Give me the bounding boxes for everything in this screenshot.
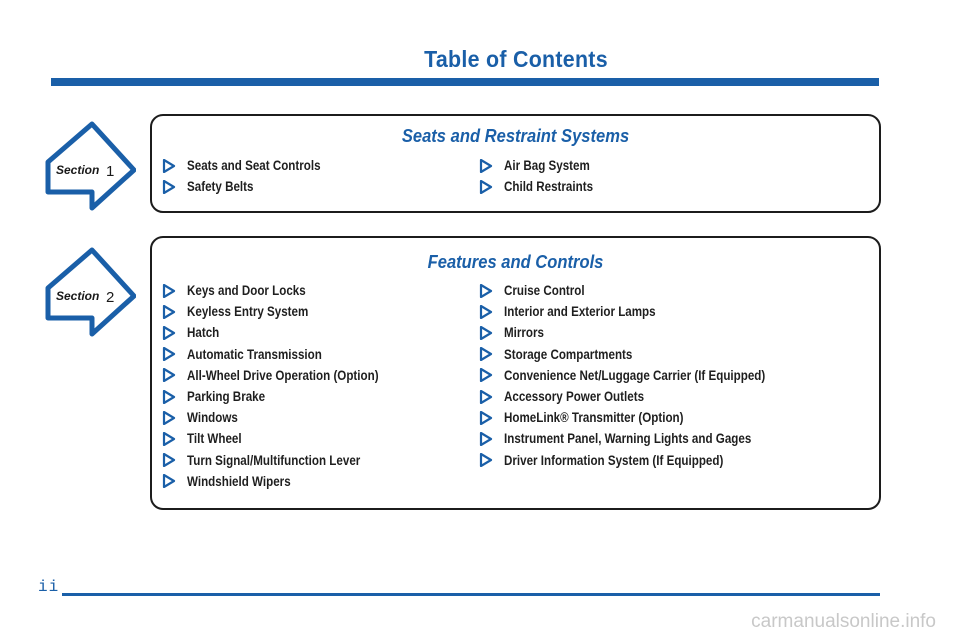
toc-item-label: HomeLink® Transmitter (Option) xyxy=(504,410,684,426)
arrow-icon xyxy=(162,410,176,425)
toc-item[interactable]: Automatic Transmission xyxy=(162,344,410,365)
toc-item-label: Driver Information System (If Equipped) xyxy=(504,452,724,468)
arrow-icon xyxy=(162,325,176,340)
toc-item-label: Keyless Entry System xyxy=(187,304,309,320)
toc-item-label: Automatic Transmission xyxy=(187,346,322,362)
toc-item-label: Tilt Wheel xyxy=(187,431,242,447)
toc-item[interactable]: Seats and Seat Controls xyxy=(162,155,342,176)
section-1-badge[interactable]: Section 1 xyxy=(40,120,136,212)
toc-item[interactable]: Keyless Entry System xyxy=(162,301,410,322)
arrow-icon xyxy=(162,283,176,298)
arrow-icon xyxy=(479,389,493,404)
section-2-right-list: Cruise Control Interior and Exterior Lam… xyxy=(479,280,808,471)
arrow-icon xyxy=(479,304,493,319)
arrow-icon xyxy=(479,368,493,383)
arrow-icon xyxy=(162,347,176,362)
toc-item[interactable]: Turn Signal/Multifunction Lever xyxy=(162,450,410,471)
toc-item-label: Seats and Seat Controls xyxy=(187,158,321,174)
toc-item[interactable]: Keys and Door Locks xyxy=(162,280,410,301)
toc-item-label: Air Bag System xyxy=(504,158,590,174)
toc-item-label: Child Restraints xyxy=(504,179,594,195)
page-title: Table of Contents xyxy=(424,46,608,72)
toc-item[interactable]: Safety Belts xyxy=(162,176,342,197)
arrow-icon xyxy=(479,325,493,340)
toc-item[interactable]: Parking Brake xyxy=(162,386,410,407)
toc-item-label: Interior and Exterior Lamps xyxy=(504,304,656,320)
section-1-box: Seats and Restraint Systems Seats and Se… xyxy=(150,114,881,213)
toc-item-label: Windshield Wipers xyxy=(187,473,291,489)
toc-item[interactable]: Air Bag System xyxy=(479,155,608,176)
section-1-word: Section xyxy=(56,163,99,177)
arrow-icon xyxy=(479,431,493,446)
page-number: ii xyxy=(38,578,60,596)
toc-item-label: Windows xyxy=(187,410,238,426)
arrow-icon xyxy=(162,474,176,489)
section-2-left-list: Keys and Door Locks Keyless Entry System… xyxy=(162,280,410,492)
toc-item[interactable]: Windows xyxy=(162,407,410,428)
toc-item-label: All-Wheel Drive Operation (Option) xyxy=(187,367,379,383)
toc-item[interactable]: Hatch xyxy=(162,322,410,343)
arrow-icon xyxy=(162,368,176,383)
toc-item-label: Turn Signal/Multifunction Lever xyxy=(187,452,361,468)
toc-item[interactable]: Windshield Wipers xyxy=(162,471,410,492)
toc-item-label: Safety Belts xyxy=(187,179,254,195)
toc-item-label: Storage Compartments xyxy=(504,346,633,362)
arrow-icon xyxy=(162,158,176,173)
arrow-icon xyxy=(162,179,176,194)
section-1-right-list: Air Bag System Child Restraints xyxy=(479,155,608,197)
toc-item[interactable]: Mirrors xyxy=(479,322,808,343)
arrow-icon xyxy=(162,453,176,468)
toc-item-label: Mirrors xyxy=(504,325,545,341)
arrow-icon xyxy=(162,304,176,319)
arrow-icon xyxy=(479,158,493,173)
section-2-box: Features and Controls Keys and Door Lock… xyxy=(150,236,881,510)
section-2-word: Section xyxy=(56,289,99,303)
section-arrow-icon: Section 2 xyxy=(45,247,136,337)
section-2-number: 2 xyxy=(106,289,114,306)
toc-item[interactable]: Child Restraints xyxy=(479,176,608,197)
toc-item-label: Parking Brake xyxy=(187,389,266,405)
toc-item-label: Convenience Net/Luggage Carrier (If Equi… xyxy=(504,367,766,383)
section-2-title[interactable]: Features and Controls xyxy=(427,252,604,272)
toc-item-label: Cruise Control xyxy=(504,283,585,299)
arrow-icon xyxy=(479,283,493,298)
section-1-left-list: Seats and Seat Controls Safety Belts xyxy=(162,155,342,197)
toc-item-label: Hatch xyxy=(187,325,220,341)
toc-item-label: Instrument Panel, Warning Lights and Gag… xyxy=(504,431,752,447)
arrow-icon xyxy=(479,410,493,425)
toc-item[interactable]: Instrument Panel, Warning Lights and Gag… xyxy=(479,428,808,449)
arrow-icon xyxy=(479,347,493,362)
toc-item[interactable]: HomeLink® Transmitter (Option) xyxy=(479,407,808,428)
toc-item[interactable]: Convenience Net/Luggage Carrier (If Equi… xyxy=(479,365,808,386)
section-1-title[interactable]: Seats and Restraint Systems xyxy=(401,126,630,146)
title-rule xyxy=(51,78,879,86)
arrow-icon xyxy=(162,431,176,446)
section-1-number: 1 xyxy=(106,163,114,180)
section-arrow-icon: Section 1 xyxy=(45,121,136,211)
footer-rule xyxy=(62,593,880,596)
arrow-icon xyxy=(162,389,176,404)
toc-item[interactable]: Interior and Exterior Lamps xyxy=(479,301,808,322)
arrow-icon xyxy=(479,179,493,194)
toc-item[interactable]: Driver Information System (If Equipped) xyxy=(479,450,808,471)
toc-item[interactable]: Cruise Control xyxy=(479,280,808,301)
toc-item[interactable]: Accessory Power Outlets xyxy=(479,386,808,407)
watermark: carmanualsonline.info xyxy=(751,611,936,632)
section-2-badge[interactable]: Section 2 xyxy=(40,246,136,338)
toc-item-label: Accessory Power Outlets xyxy=(504,389,645,405)
toc-item[interactable]: Tilt Wheel xyxy=(162,428,410,449)
toc-item[interactable]: All-Wheel Drive Operation (Option) xyxy=(162,365,410,386)
arrow-icon xyxy=(479,453,493,468)
toc-item-label: Keys and Door Locks xyxy=(187,283,306,299)
toc-item[interactable]: Storage Compartments xyxy=(479,344,808,365)
